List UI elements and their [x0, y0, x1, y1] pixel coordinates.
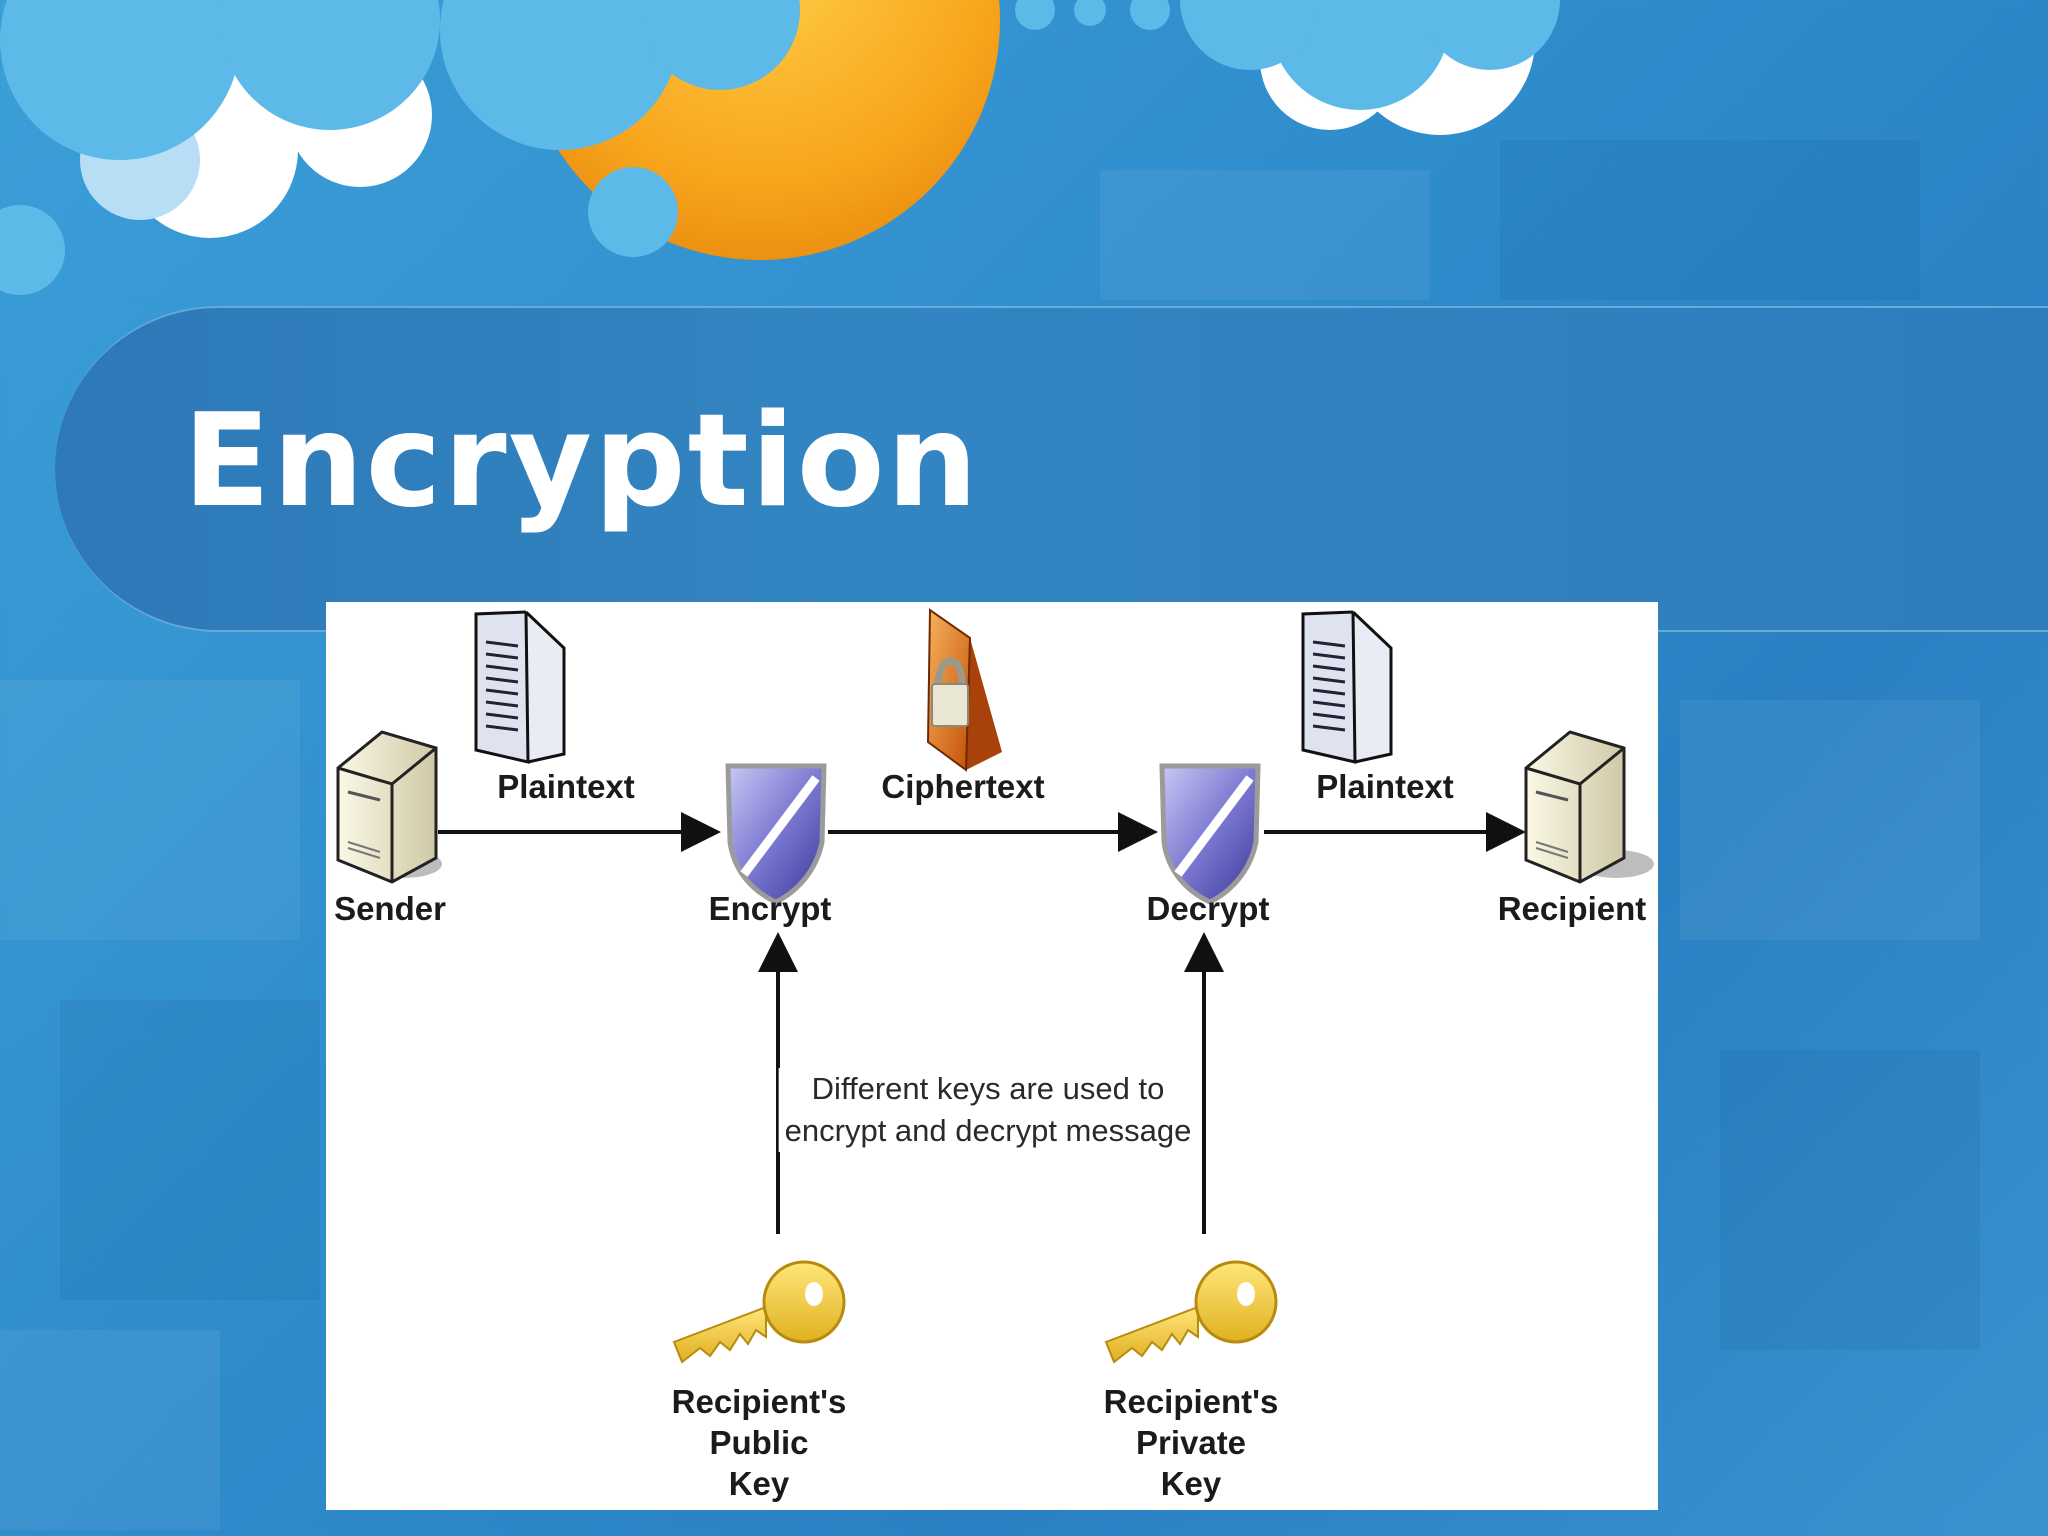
cloud-right-icon: [1180, 0, 1560, 135]
edge-label-plaintext-out: Plaintext: [1316, 768, 1454, 805]
diagram-graphics: [336, 608, 1654, 1364]
key-label-private: Recipient's Private Key: [1104, 1381, 1279, 1504]
edge-label-ciphertext: Ciphertext: [881, 768, 1045, 805]
edge-label-plaintext-in: Plaintext: [497, 768, 635, 805]
node-label-sender: Sender: [334, 890, 446, 927]
server-icon: [1524, 730, 1654, 884]
diagram-note: Different keys are used to encrypt and d…: [778, 1068, 1198, 1152]
key-label-line: Key: [1160, 1465, 1222, 1502]
server-icon: [336, 730, 442, 884]
shield-icon: [1159, 763, 1261, 905]
key-icon: [672, 1260, 846, 1364]
node-label-decrypt: Decrypt: [1146, 890, 1270, 927]
cloud-left-icon: [0, 0, 1170, 295]
key-icon: [1104, 1260, 1278, 1364]
shield-icon: [725, 763, 827, 905]
key-label-line: Private: [1135, 1424, 1247, 1461]
key-label-line: Recipient's: [1103, 1383, 1279, 1420]
document-icon: [474, 610, 566, 764]
document-icon: [1301, 610, 1393, 764]
title-band: [55, 306, 2048, 632]
key-label-line: Public: [709, 1424, 809, 1461]
key-label-public: Recipient's Public Key: [672, 1381, 847, 1504]
sky-decoration: [0, 0, 1560, 295]
diagram-note-line: encrypt and decrypt message: [784, 1113, 1192, 1148]
locked-document-icon: [926, 608, 1002, 772]
encryption-diagram: Plaintext Ciphertext Plaintext Sender En…: [326, 602, 1658, 1510]
key-label-line: Key: [728, 1465, 790, 1502]
diagram-note-line: Different keys are used to: [811, 1071, 1165, 1106]
node-label-recipient: Recipient: [1497, 890, 1647, 927]
slide-title: Encryption: [183, 387, 980, 536]
node-label-encrypt: Encrypt: [708, 890, 832, 927]
key-label-line: Recipient's: [671, 1383, 847, 1420]
